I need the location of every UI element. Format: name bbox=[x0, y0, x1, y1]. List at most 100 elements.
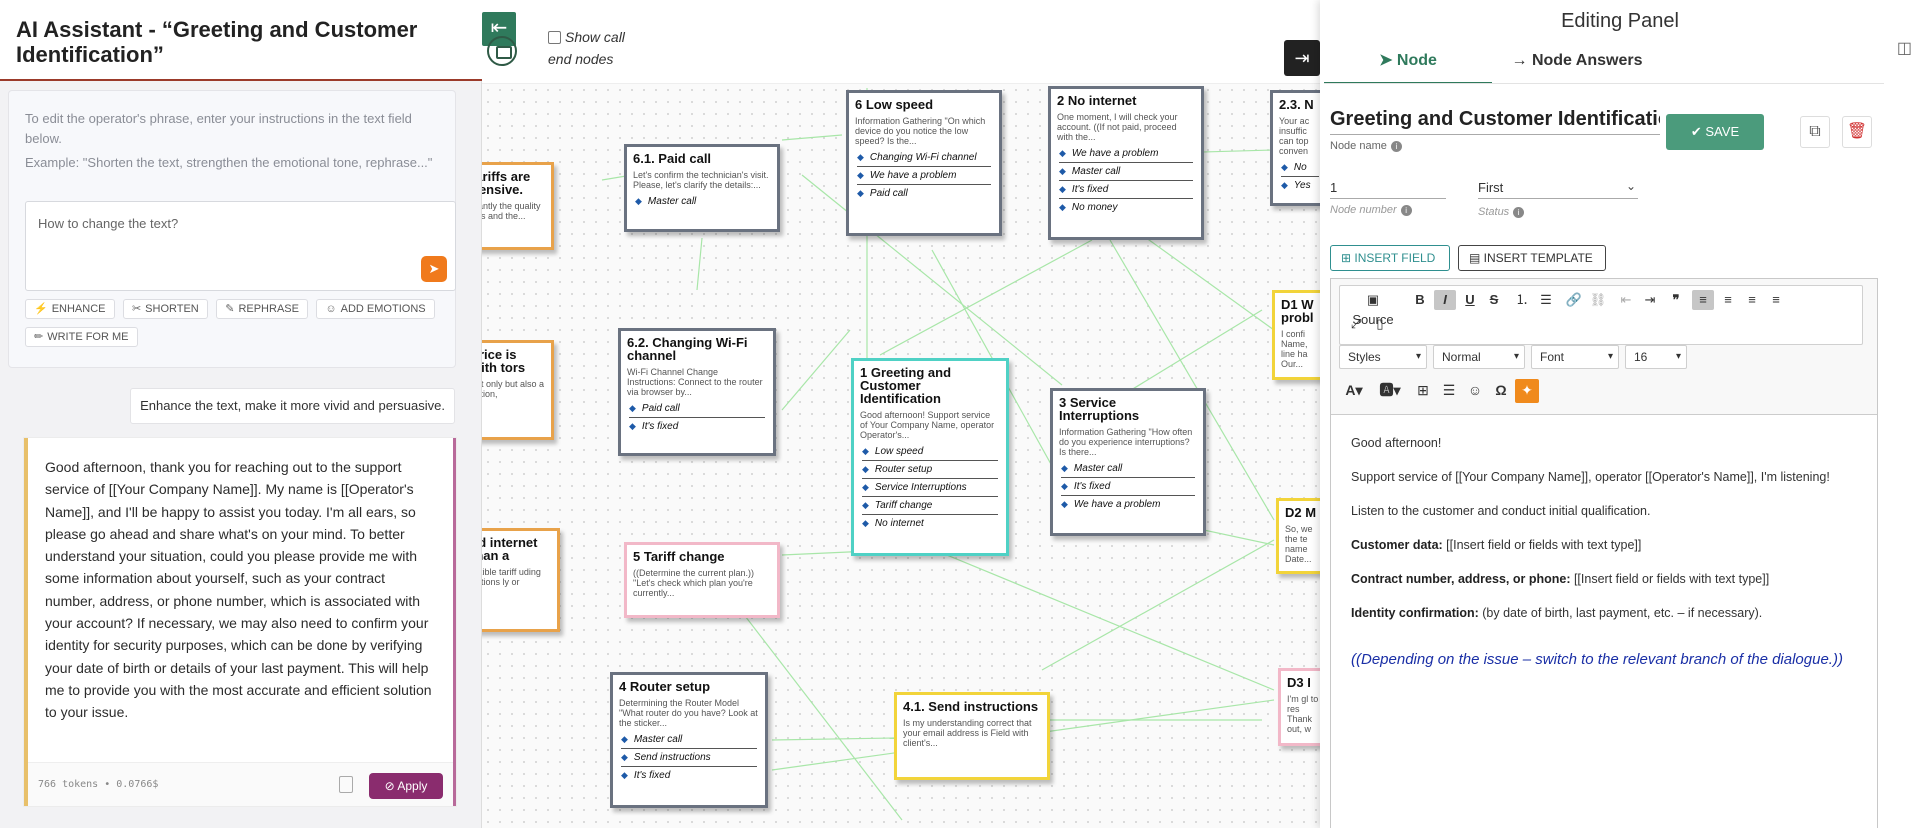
node-answer[interactable]: Changing Wi-Fi channel bbox=[857, 149, 991, 167]
send-button[interactable]: ➤ bbox=[421, 256, 447, 282]
node-description: not only but also a ection, bbox=[482, 379, 545, 399]
tab-node[interactable]: ➤ Node bbox=[1324, 48, 1492, 84]
styles-dropdown[interactable]: Styles bbox=[1339, 345, 1427, 369]
duplicate-button[interactable]: ⧉ bbox=[1800, 116, 1830, 148]
underline-button[interactable]: U bbox=[1465, 292, 1475, 307]
table-icon[interactable]: ⊞ bbox=[1417, 382, 1429, 398]
node-answer[interactable]: Master call bbox=[635, 193, 769, 210]
node-answer[interactable]: Service Interruptions bbox=[862, 479, 998, 497]
rephrase-button[interactable]: ✎REPHRASE bbox=[216, 299, 308, 319]
node-answer[interactable]: Send instructions bbox=[621, 749, 757, 767]
tab-node-answers[interactable]: → Node Answers bbox=[1492, 48, 1662, 84]
format-dropdown[interactable]: Normal bbox=[1433, 345, 1525, 369]
emoji-icon[interactable]: ☺ bbox=[1467, 382, 1483, 398]
horizontal-line-icon[interactable]: ☰ bbox=[1442, 382, 1456, 398]
font-dropdown[interactable]: Font bbox=[1531, 345, 1619, 369]
write-for-me-button[interactable]: ✏WRITE FOR ME bbox=[25, 327, 138, 347]
show-call-end-toggle[interactable]: Show call end nodes bbox=[548, 26, 638, 70]
prompt-input[interactable] bbox=[26, 202, 455, 290]
show-blocks-icon[interactable]: ▯ bbox=[1376, 316, 1384, 331]
node-answer[interactable]: We have a problem bbox=[1061, 496, 1195, 513]
delete-button[interactable]: 🗑 bbox=[1842, 116, 1872, 148]
editor-content[interactable]: Good afternoon! Support service of [[You… bbox=[1331, 416, 1877, 684]
unlink-icon[interactable]: ⛓ bbox=[1589, 292, 1607, 307]
node-answer[interactable]: Paid call bbox=[857, 185, 991, 202]
text-color-icon[interactable]: A▾ bbox=[1345, 382, 1363, 398]
blockquote-icon[interactable]: ❞ bbox=[1672, 292, 1680, 307]
node-answer[interactable]: Low speed bbox=[862, 443, 998, 461]
add-emotions-button[interactable]: ☺ADD EMOTIONS bbox=[316, 299, 435, 319]
font-size-dropdown[interactable]: 16 bbox=[1625, 345, 1687, 369]
insert-template-button[interactable]: ▤ INSERT TEMPLATE bbox=[1458, 245, 1606, 271]
enhance-button[interactable]: ⚡ENHANCE bbox=[25, 299, 115, 319]
maximize-icon[interactable]: ⤢ bbox=[1350, 316, 1362, 331]
special-char-icon[interactable]: Ω bbox=[1495, 382, 1507, 398]
node-answer[interactable]: Paid call bbox=[629, 400, 765, 418]
ai-magic-icon[interactable]: ✦ bbox=[1515, 379, 1539, 403]
node-answer[interactable]: Master call bbox=[1059, 163, 1193, 181]
numbered-list-icon[interactable]: ⒈ bbox=[1515, 292, 1529, 307]
flow-node-n5[interactable]: 5 Tariff change((Determine the current p… bbox=[624, 542, 780, 618]
link-icon[interactable]: 🔗 bbox=[1565, 292, 1583, 307]
node-answer[interactable]: Router setup bbox=[862, 461, 998, 479]
align-right-icon[interactable]: ≡ bbox=[1748, 292, 1756, 307]
source-button[interactable]: ▣ Source bbox=[1346, 290, 1400, 327]
node-answer[interactable]: Master call bbox=[621, 731, 757, 749]
bold-button[interactable]: B bbox=[1415, 292, 1425, 307]
node-answer[interactable]: Tariff change bbox=[862, 497, 998, 515]
flow-node-tariffs[interactable]: tariffs are pensive.stantly the quality … bbox=[482, 162, 554, 250]
align-center-icon[interactable]: ≡ bbox=[1724, 292, 1732, 307]
insert-field-button[interactable]: ⊞ INSERT FIELD bbox=[1330, 245, 1450, 271]
node-answer[interactable]: We have a problem bbox=[1059, 145, 1193, 163]
label-text: Node number bbox=[1330, 204, 1397, 216]
shorten-button[interactable]: ✂SHORTEN bbox=[122, 299, 208, 319]
node-answer[interactable]: It's fixed bbox=[1061, 478, 1195, 496]
background-color-icon[interactable]: 🅰▾ bbox=[1379, 382, 1401, 398]
copy-icon[interactable] bbox=[339, 776, 353, 793]
node-answer[interactable]: No money bbox=[1059, 199, 1193, 216]
node-answer[interactable]: It's fixed bbox=[629, 418, 765, 435]
show-call-checkbox[interactable] bbox=[548, 31, 561, 44]
node-number-input[interactable]: 1 bbox=[1330, 180, 1446, 199]
flow-node-price[interactable]: price is with torsnot only but also a ec… bbox=[482, 340, 554, 440]
indent-icon[interactable]: ⇥ bbox=[1644, 292, 1656, 307]
node-answer[interactable]: No internet bbox=[862, 515, 998, 532]
strike-button[interactable]: S bbox=[1489, 292, 1499, 307]
justify-icon[interactable]: ≡ bbox=[1772, 292, 1780, 307]
sidebar-toggle-icon[interactable]: ◫ bbox=[1896, 40, 1912, 57]
node-answer[interactable]: No bbox=[1281, 159, 1319, 177]
save-button[interactable]: ✔ SAVE bbox=[1666, 114, 1764, 150]
expand-panel-button[interactable]: ⇥ bbox=[1284, 40, 1320, 76]
apply-button[interactable]: ⊘ Apply bbox=[369, 773, 443, 799]
outdent-icon[interactable]: ⇤ bbox=[1620, 292, 1632, 307]
toolbar-group: ▣ Source B I U S ⒈ ☰ 🔗 ⛓ ⇤ ⇥ ❞ ≡ ≡ ≡ ≡ bbox=[1339, 285, 1863, 345]
info-icon[interactable]: i bbox=[1400, 205, 1412, 216]
node-answer[interactable]: It's fixed bbox=[1059, 181, 1193, 199]
status-select[interactable]: First⌄ bbox=[1478, 179, 1638, 199]
panel-title: Editing Panel bbox=[1561, 10, 1679, 32]
node-answer[interactable]: Master call bbox=[1061, 460, 1195, 478]
node-name-input[interactable]: Greeting and Customer Identification bbox=[1330, 108, 1660, 135]
node-answer[interactable]: Yes bbox=[1281, 177, 1319, 194]
node-answer[interactable]: It's fixed bbox=[621, 767, 757, 784]
align-left-icon[interactable]: ≡ bbox=[1692, 290, 1714, 310]
bullet-list-icon[interactable]: ☰ bbox=[1540, 292, 1552, 307]
flow-canvas[interactable]: ⇤ Show call end nodes ⇥ tariffs are pens… bbox=[482, 0, 1320, 828]
italic-button[interactable]: I bbox=[1434, 290, 1456, 310]
info-icon[interactable]: i bbox=[1513, 207, 1525, 218]
node-answer[interactable]: We have a problem bbox=[857, 167, 991, 185]
info-icon[interactable]: i bbox=[1390, 141, 1402, 152]
flow-node-limited[interactable]: ed internet than alexible tariff uding o… bbox=[482, 528, 560, 632]
